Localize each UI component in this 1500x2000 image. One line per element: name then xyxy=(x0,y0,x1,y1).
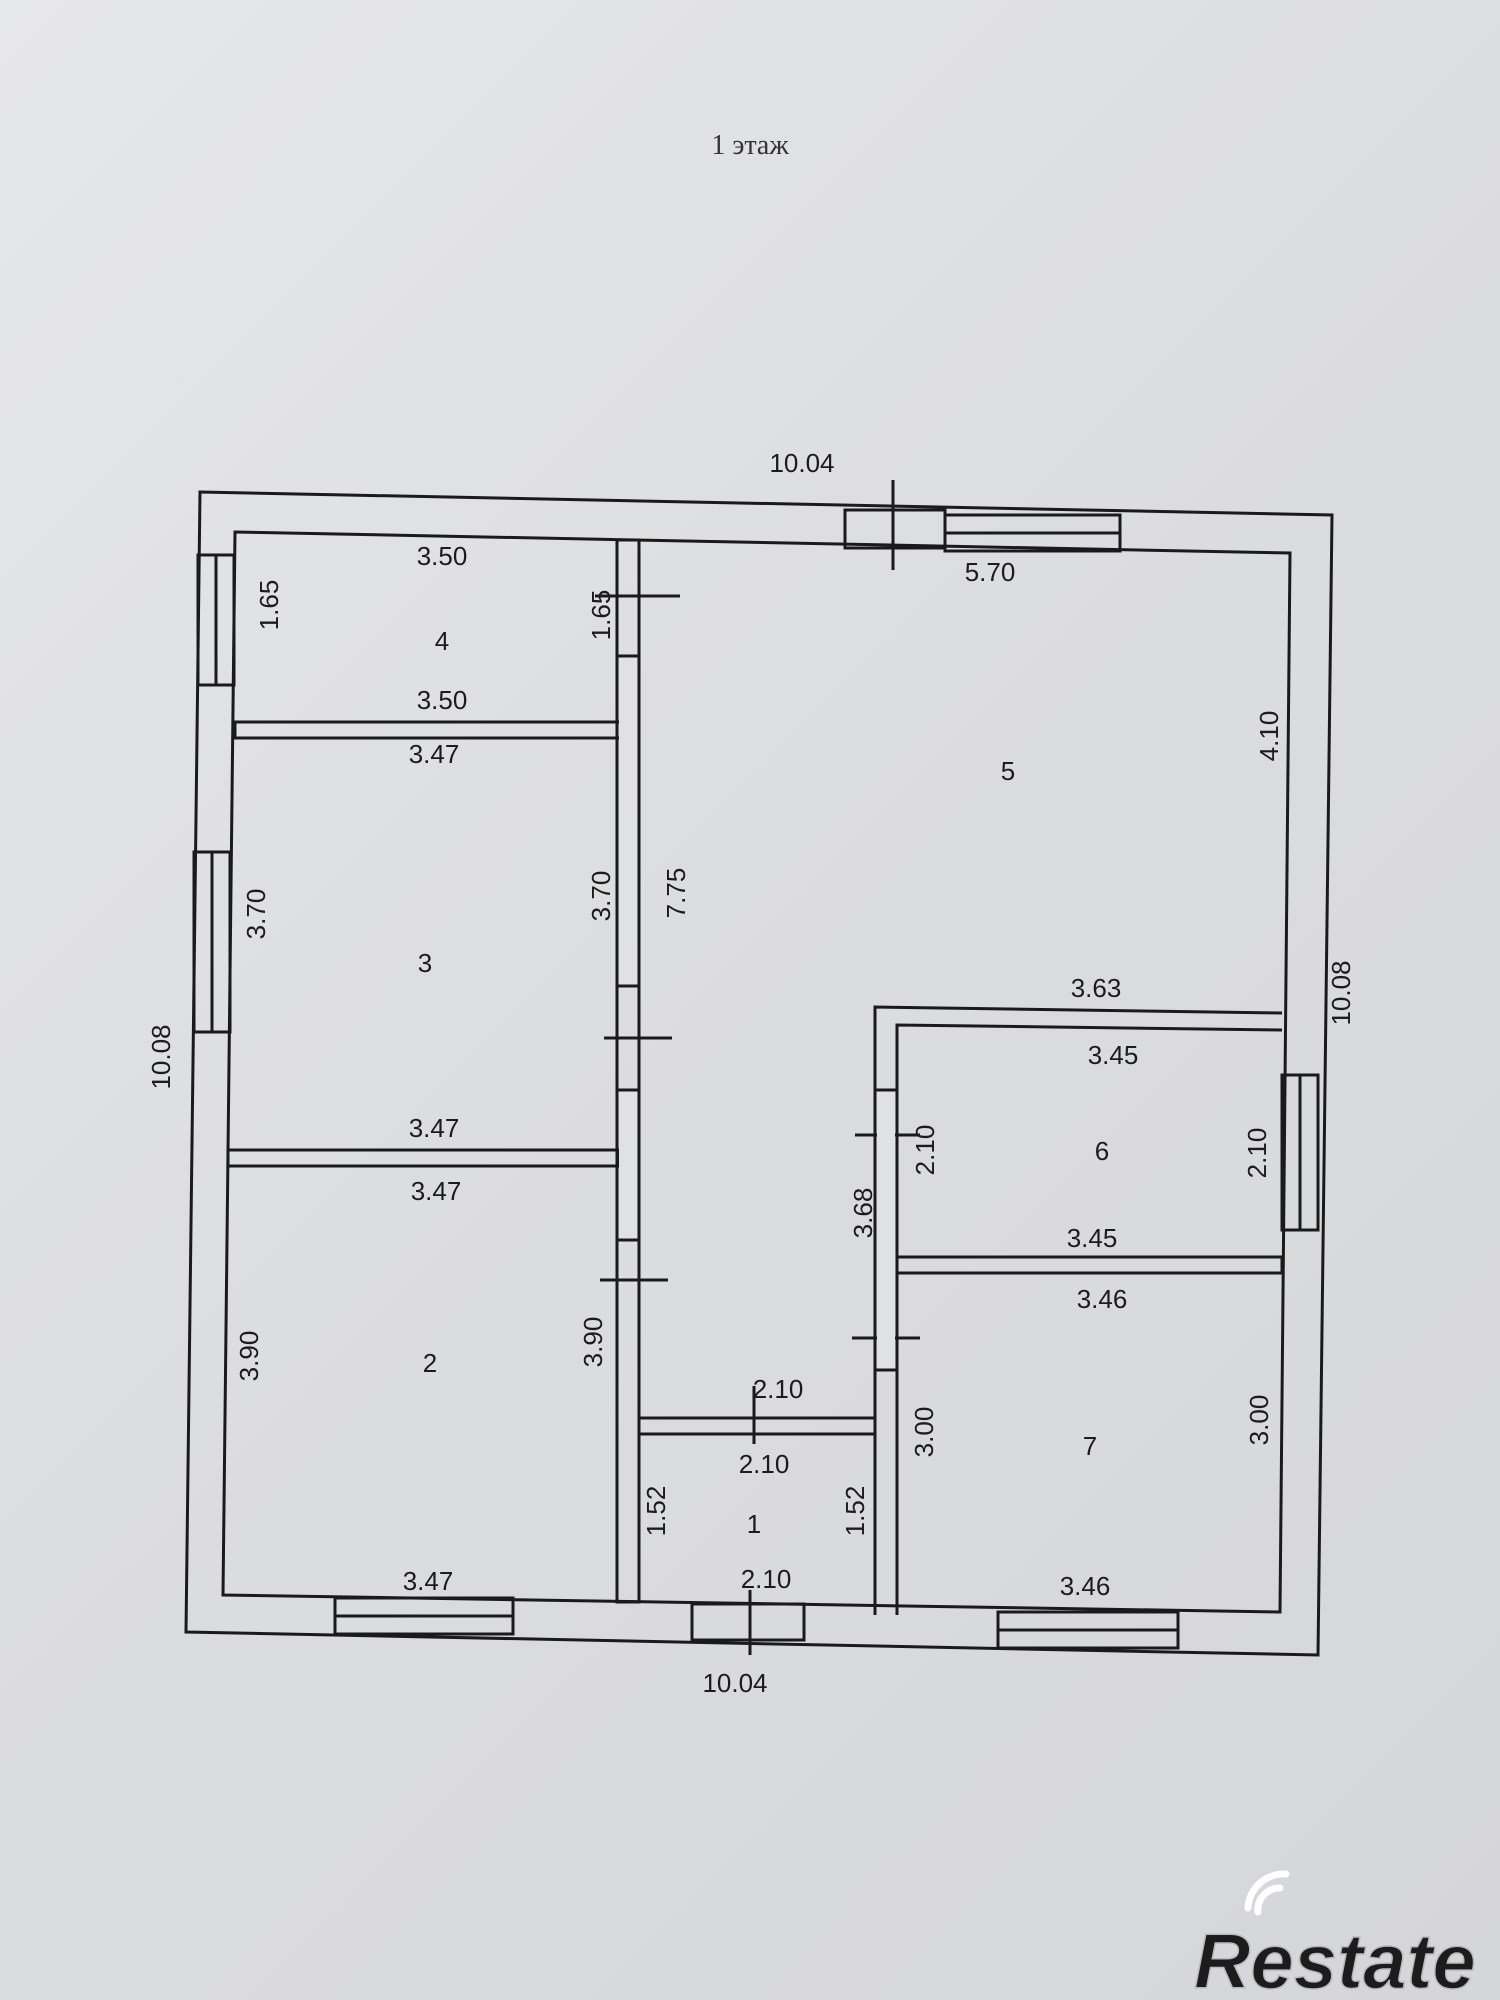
outer-wall-outer-line xyxy=(184,490,1334,1657)
room-4-dim-top: 3.50 xyxy=(417,541,468,571)
room-1-dim-top-outer: 2.10 xyxy=(753,1374,804,1404)
outer-wall-inner-line xyxy=(221,530,1292,1614)
room-3-dim-top: 3.47 xyxy=(409,739,460,769)
room-6-number: 6 xyxy=(1095,1136,1109,1166)
wall-4-3 xyxy=(233,720,627,740)
room-6-dim-outer-left: 3.68 xyxy=(848,1188,878,1239)
watermark-text: Restate xyxy=(1194,1917,1476,2000)
wall-6-7 xyxy=(895,1255,1284,1275)
room-7-dim-bottom: 3.46 xyxy=(1060,1571,1111,1601)
room-1-number: 1 xyxy=(747,1509,761,1539)
room-3-number: 3 xyxy=(418,948,432,978)
room-1-dim-right: 1.52 xyxy=(840,1486,870,1537)
room-1-dim-left: 1.52 xyxy=(641,1486,671,1537)
floor-title: 1 этаж xyxy=(711,130,789,161)
wall-1-5 xyxy=(637,1416,877,1436)
room-2-dim-left: 3.90 xyxy=(234,1331,264,1382)
wall-3-2 xyxy=(226,1148,620,1168)
room-7-dim-left: 3.00 xyxy=(909,1407,939,1458)
room-3-dim-right: 3.70 xyxy=(586,871,616,922)
dim-outer-left: 10.08 xyxy=(146,1024,176,1089)
room-6-dim-right: 2.10 xyxy=(1242,1128,1272,1179)
entry-door-bottom xyxy=(690,1602,806,1642)
window-top-door xyxy=(843,508,947,550)
central-wall xyxy=(615,538,641,1604)
room-5-dim-top: 5.70 xyxy=(965,557,1016,587)
room-7-dim-top: 3.46 xyxy=(1077,1284,1128,1314)
room-4-dim-right: 1.65 xyxy=(586,590,616,641)
dim-outer-top: 10.04 xyxy=(769,448,834,478)
room-4-number: 4 xyxy=(435,626,449,656)
wall-5-6 xyxy=(873,1005,1283,1615)
room-5-dim-left: 7.75 xyxy=(661,868,691,919)
room-1-dim-top: 2.10 xyxy=(739,1449,790,1479)
room-2-dim-top: 3.47 xyxy=(411,1176,462,1206)
room-6-dim-left: 2.10 xyxy=(910,1125,940,1176)
restate-logo: Restate xyxy=(1193,1870,1477,2000)
room-6-dim-bottom: 3.45 xyxy=(1067,1223,1118,1253)
room-4-dim-left: 1.65 xyxy=(254,580,284,631)
room-2-number: 2 xyxy=(423,1348,437,1378)
dim-outer-bottom: 10.04 xyxy=(702,1668,767,1698)
room-5-dim-right: 4.10 xyxy=(1254,711,1284,762)
room-1-dim-bottom: 2.10 xyxy=(741,1564,792,1594)
room-5-number: 5 xyxy=(1001,756,1015,786)
room-3-dim-left: 3.70 xyxy=(241,889,271,940)
room-3-dim-bottom: 3.47 xyxy=(409,1113,460,1143)
room-2-dim-bottom: 3.47 xyxy=(403,1566,454,1596)
room-5-dim-bottom: 3.63 xyxy=(1071,973,1122,1003)
room-6-dim-top: 3.45 xyxy=(1088,1040,1139,1070)
dim-outer-right: 10.08 xyxy=(1326,960,1356,1025)
room-2-dim-right: 3.90 xyxy=(578,1317,608,1368)
room-4-dim-bottom: 3.50 xyxy=(417,685,468,715)
room-7-dim-right: 3.00 xyxy=(1244,1395,1274,1446)
room-7-number: 7 xyxy=(1083,1431,1097,1461)
